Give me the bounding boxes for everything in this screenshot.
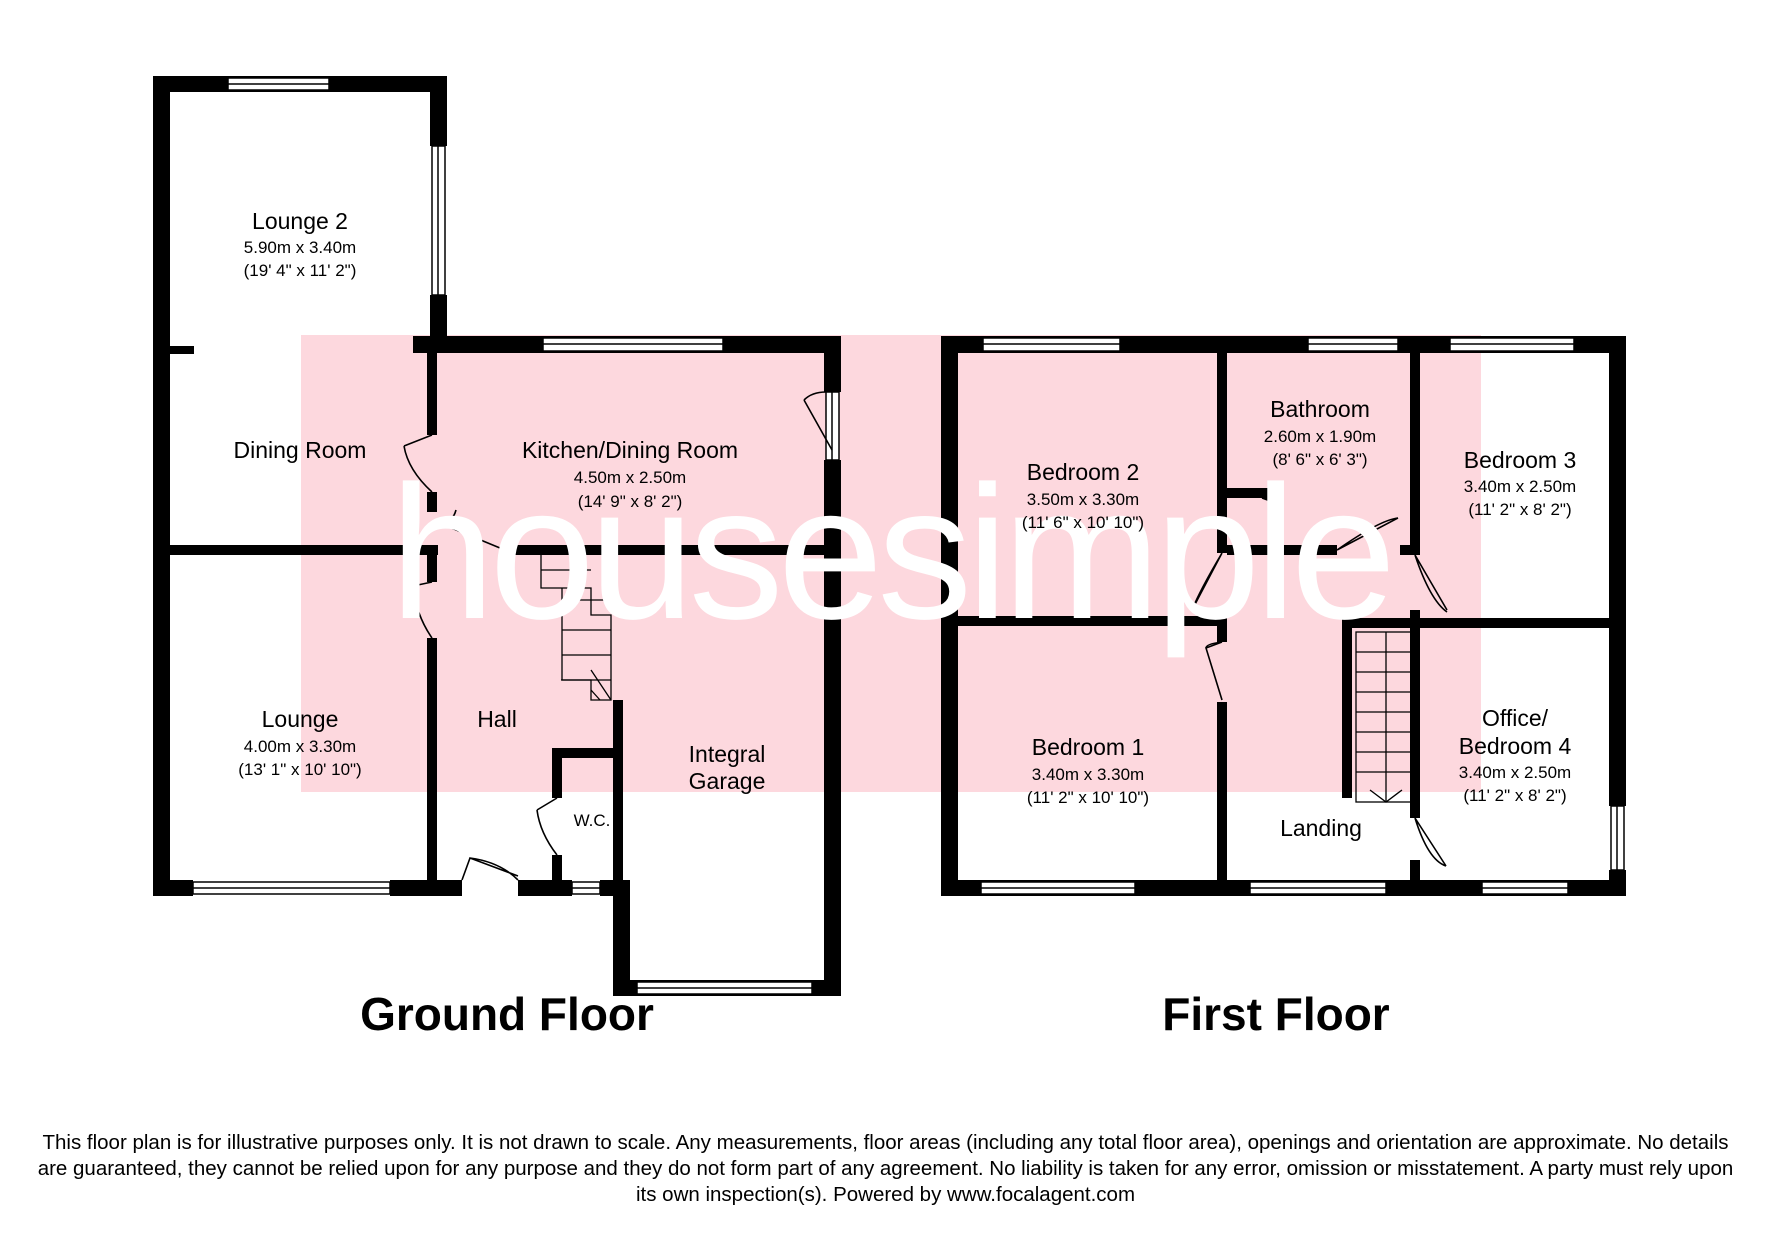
room-name-office-line1: Office/	[1482, 705, 1549, 731]
room-name-wc: W.C.	[574, 811, 611, 830]
disclaimer-text: This floor plan is for illustrative purp…	[37, 1131, 1734, 1206]
ground-floor-windows	[192, 77, 840, 995]
room-imperial-lounge-2: (19' 4" x 11' 2")	[244, 261, 357, 280]
room-metric-lounge: 4.00m x 3.30m	[244, 737, 356, 756]
ground-floor-labels: Lounge 2 5.90m x 3.40m (19' 4" x 11' 2")…	[234, 208, 766, 1040]
first-stairs	[1355, 631, 1417, 803]
watermark-band	[301, 335, 1481, 792]
room-name-garage-line1: Integral	[689, 741, 766, 767]
room-imperial-bedroom-3: (11' 2" x 8' 2")	[1468, 500, 1571, 519]
room-imperial-office: (11' 2" x 8' 2")	[1463, 786, 1566, 805]
room-name-dining-room: Dining Room	[234, 437, 367, 463]
room-name-bedroom-3: Bedroom 3	[1464, 447, 1577, 473]
room-imperial-bathroom: (8' 6" x 6' 3")	[1272, 450, 1367, 469]
room-imperial-lounge: (13' 1" x 10' 10")	[238, 760, 361, 779]
room-name-lounge: Lounge	[262, 706, 339, 732]
floor-title-ground: Ground Floor	[360, 988, 654, 1040]
first-floor-labels: Bedroom 2 3.50m x 3.30m (11' 6" x 10' 10…	[1022, 396, 1576, 1040]
room-imperial-bedroom-2: (11' 6" x 10' 10")	[1022, 513, 1144, 532]
floor-title-first: First Floor	[1162, 988, 1390, 1040]
room-name-lounge-2: Lounge 2	[252, 208, 348, 234]
room-metric-bathroom: 2.60m x 1.90m	[1264, 427, 1376, 446]
room-name-garage-line2: Garage	[689, 768, 766, 794]
room-metric-bedroom-3: 3.40m x 2.50m	[1464, 477, 1576, 496]
room-name-kitchen-dining: Kitchen/Dining Room	[522, 437, 738, 463]
room-name-bedroom-1: Bedroom 1	[1032, 734, 1145, 760]
room-metric-kitchen-dining: 4.50m x 2.50m	[574, 468, 686, 487]
first-floor-doors	[1191, 497, 1448, 867]
room-metric-lounge-2: 5.90m x 3.40m	[244, 238, 356, 257]
room-name-hall: Hall	[477, 706, 517, 732]
first-floor-windows	[980, 337, 1625, 895]
ground-floor-doors	[403, 391, 833, 881]
watermark-text: housesimple	[390, 447, 1391, 659]
ground-stairs	[540, 555, 612, 701]
room-imperial-bedroom-1: (11' 2" x 10' 10")	[1027, 788, 1149, 807]
room-name-bedroom-2: Bedroom 2	[1027, 459, 1140, 485]
room-metric-bedroom-2: 3.50m x 3.30m	[1027, 490, 1139, 509]
room-name-landing: Landing	[1280, 815, 1362, 841]
room-imperial-kitchen-dining: (14' 9" x 8' 2")	[578, 492, 683, 511]
room-name-bathroom: Bathroom	[1270, 396, 1370, 422]
room-metric-office: 3.40m x 2.50m	[1459, 763, 1571, 782]
room-name-office-line2: Bedroom 4	[1459, 733, 1572, 759]
room-metric-bedroom-1: 3.40m x 3.30m	[1032, 765, 1144, 784]
